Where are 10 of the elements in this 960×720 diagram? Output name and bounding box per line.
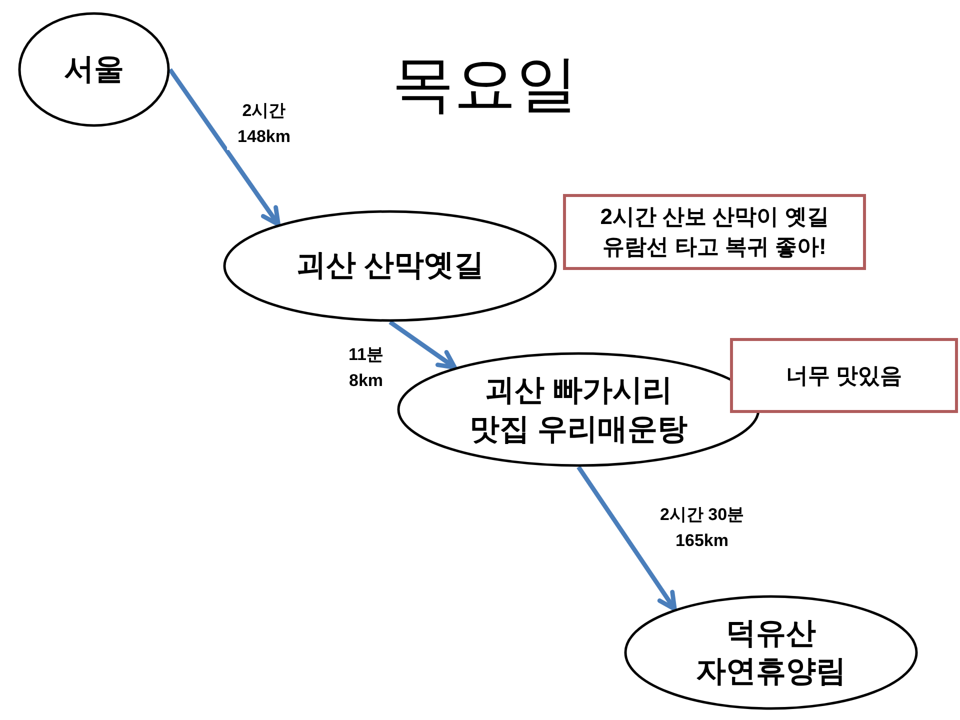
ellipse-node: 서울 (18, 12, 170, 127)
arrow (576, 466, 677, 612)
ellipse-node: 괴산 빠가시리 맛집 우리매운탕 (397, 352, 760, 467)
arrow (168, 68, 281, 227)
title: 목요일 (392, 50, 578, 120)
ellipse-node: 괴산 산막옛길 (223, 210, 557, 322)
arrow (388, 320, 457, 370)
ellipse-node: 덕유산 자연휴양림 (624, 595, 918, 710)
note-box: 2시간 산보 산막이 옛길 유람선 타고 복귀 좋아! (563, 194, 866, 270)
note-box: 너무 맛있음 (730, 338, 958, 413)
